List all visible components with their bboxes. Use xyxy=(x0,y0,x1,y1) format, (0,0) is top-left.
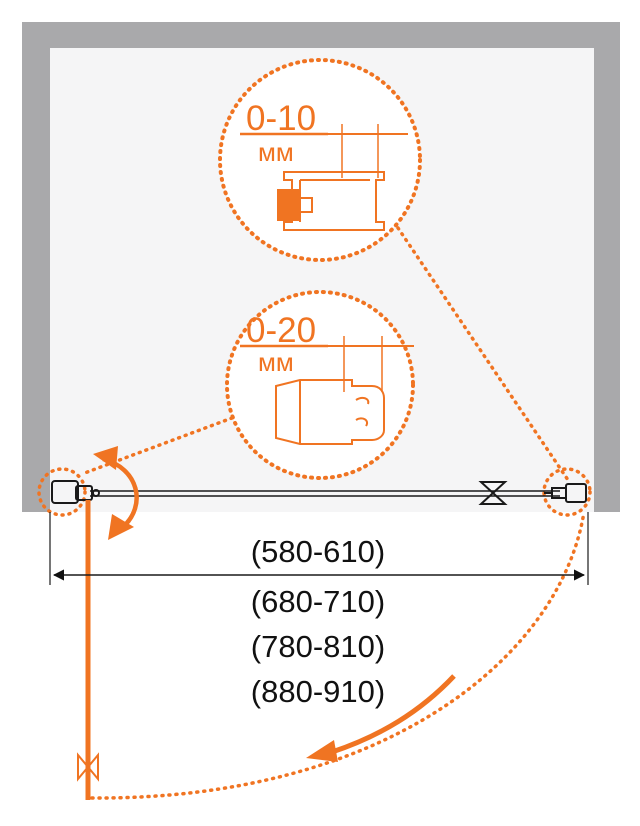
wall-right xyxy=(594,22,620,512)
dimension-label-3: (780-810) xyxy=(251,629,385,664)
dimension-label-1: (580-610) xyxy=(251,534,385,569)
detail-top-circle xyxy=(218,58,422,262)
right-wall-profile-icon xyxy=(544,483,587,503)
swing-arrow-head-top xyxy=(93,446,118,470)
detail-top-unit: мм xyxy=(258,137,294,167)
detail-top-range: 0-10 xyxy=(246,99,316,138)
wall-profile-icon xyxy=(277,171,385,231)
leader-middle-to-left-hinge xyxy=(80,416,234,476)
swing-arc-arrow-head xyxy=(306,740,338,762)
detail-middle-range: 0-20 xyxy=(246,311,316,350)
wall-hinge-icon xyxy=(51,480,100,504)
bow-tie-handle-icon xyxy=(478,481,508,505)
wall-back xyxy=(22,22,620,48)
door-profile-icon xyxy=(275,379,385,445)
dimension-label-2: (680-710) xyxy=(251,584,385,619)
detail-middle: 0-20 мм xyxy=(225,290,415,480)
dimension-label-4: (880-910) xyxy=(251,674,385,709)
wall-left xyxy=(22,22,50,512)
open-door-handle-icon xyxy=(77,752,99,782)
width-dimension xyxy=(49,512,589,585)
door-closed xyxy=(90,490,560,497)
detail-middle-unit: мм xyxy=(258,347,294,377)
left-hinge-circle xyxy=(37,467,87,517)
swing-arc-arrow xyxy=(331,674,456,755)
leader-top-to-right-hinge xyxy=(396,226,570,482)
swing-arrow-head-bottom xyxy=(108,514,134,540)
detail-middle-circle xyxy=(225,290,415,480)
detail-top: 0-10 мм xyxy=(218,58,422,262)
